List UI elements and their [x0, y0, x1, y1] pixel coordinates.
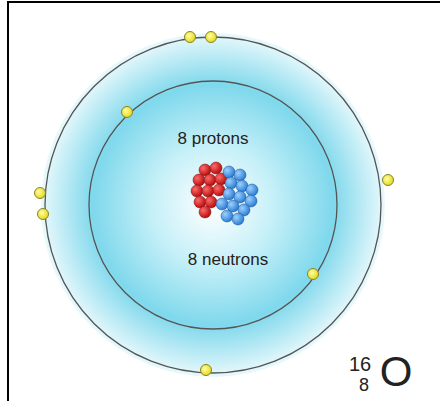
electron-cloud	[41, 33, 385, 377]
element-symbol: O	[380, 351, 413, 393]
proton-count: 8 protons	[178, 130, 249, 147]
inner-shell	[89, 81, 337, 329]
outer-shell	[45, 37, 381, 373]
mass-number: 16	[349, 354, 371, 374]
nucleus-neutrons	[216, 166, 258, 225]
electrons	[35, 32, 394, 376]
nucleus	[191, 162, 227, 218]
frame	[8, 2, 440, 401]
neutron-count: 8 neutrons	[188, 251, 268, 268]
atomic-number: 8	[359, 376, 369, 394]
